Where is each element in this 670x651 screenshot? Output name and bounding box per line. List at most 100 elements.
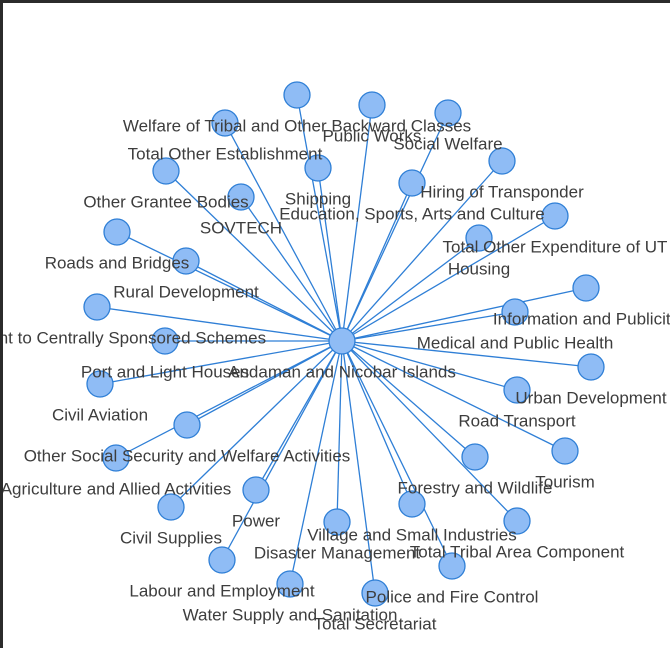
edge-forestry-wildlife <box>341 340 476 458</box>
edge-village-small-industries <box>341 340 413 505</box>
edge-civil-aviation <box>99 340 343 385</box>
node-label-sovtech: SOVTECH <box>200 218 282 237</box>
node-total-other-expenditure[interactable] <box>541 202 569 230</box>
node-label-medical-public-health: Medical and Public Health <box>417 333 614 352</box>
edge-rural-development <box>185 260 343 342</box>
node-power[interactable] <box>242 476 270 504</box>
edge-agriculture <box>115 340 343 459</box>
node-label-shipping: Shipping <box>285 189 351 208</box>
network-graph: Welfare of Tribal and Other Backward Cla… <box>3 81 670 633</box>
node-disaster-management[interactable] <box>323 508 351 536</box>
node-civil-supplies[interactable] <box>157 493 185 521</box>
node-label-civil-aviation: Civil Aviation <box>52 405 148 424</box>
node-label-welfare-tribal: Welfare of Tribal and Other Backward Cla… <box>123 116 471 135</box>
node-label-water-supply: Water Supply and Sanitation <box>183 605 398 624</box>
labels-layer: Welfare of Tribal and Other Backward Cla… <box>3 116 670 633</box>
node-rural-development[interactable] <box>172 247 200 275</box>
edge-tourism <box>341 340 566 452</box>
node-sovtech[interactable] <box>227 183 255 211</box>
node-label-tourism: Tourism <box>535 472 595 491</box>
node-social-welfare[interactable] <box>434 99 462 127</box>
edge-shipping <box>317 167 343 342</box>
node-welfare-tribal[interactable] <box>283 81 311 109</box>
node-label-labour-employment: Labour and Employment <box>129 581 315 600</box>
edge-medical-public-health <box>341 311 516 342</box>
node-label-urban-development: Urban Development <box>515 388 666 407</box>
edge-total-tribal-area <box>341 340 518 522</box>
node-labour-employment[interactable] <box>208 546 236 574</box>
node-medical-public-health[interactable] <box>501 298 529 326</box>
edge-police-fire <box>341 340 453 567</box>
edge-other-grantee-bodies <box>165 170 343 342</box>
node-label-disaster-management: Disaster Management <box>254 543 421 562</box>
edge-public-works <box>341 104 373 342</box>
node-total-tribal-area[interactable] <box>503 507 531 535</box>
node-shipping[interactable] <box>304 154 332 182</box>
node-label-agriculture: Agriculture and Allied Activities <box>3 479 231 498</box>
node-label-total-other-expenditure: Total Other Expenditure of UT <box>443 237 668 256</box>
node-label-civil-supplies: Civil Supplies <box>120 528 222 547</box>
edge-water-supply <box>289 340 343 585</box>
edge-social-welfare <box>341 112 449 342</box>
edges-layer <box>96 94 592 594</box>
edge-centrally-sponsored <box>96 306 343 342</box>
node-label-housing: Housing <box>448 259 510 278</box>
node-label-education-sports: Education, Sports, Arts and Culture <box>279 204 545 223</box>
node-hiring-transponder[interactable] <box>488 147 516 175</box>
node-civil-aviation[interactable] <box>86 370 114 398</box>
edge-labour-employment <box>221 340 343 561</box>
node-other-grantee-bodies[interactable] <box>152 157 180 185</box>
node-label-other-social-security: Other Social Security and Welfare Activi… <box>24 446 351 465</box>
edge-sovtech <box>240 196 343 342</box>
edge-education-sports <box>341 182 413 342</box>
node-label-rural-development: Rural Development <box>113 282 259 301</box>
edge-civil-supplies <box>170 340 343 508</box>
node-agriculture[interactable] <box>102 444 130 472</box>
edge-housing <box>341 237 480 342</box>
node-label-port-lighthouses: Port and Light Houses <box>81 362 249 381</box>
node-total-other-establishment[interactable] <box>211 109 239 137</box>
node-label-andaman: Andaman and Nicobar Islands <box>228 362 456 381</box>
node-label-police-fire: Police and Fire Control <box>366 587 539 606</box>
node-label-forestry-wildlife: Forestry and Wildlife <box>398 478 553 497</box>
nodes-layer <box>83 81 605 607</box>
node-village-small-industries[interactable] <box>398 490 426 518</box>
node-label-information-publicity: Information and Publicity <box>493 309 670 328</box>
edge-total-other-expenditure <box>341 215 556 342</box>
node-label-total-secretariat: Total Secretariat <box>314 614 437 633</box>
node-label-roads-bridges: Roads and Bridges <box>45 253 190 272</box>
node-road-transport[interactable] <box>503 376 531 404</box>
node-label-social-welfare: Social Welfare <box>393 134 502 153</box>
node-label-power: Power <box>232 511 281 530</box>
edge-roads-bridges <box>116 231 343 342</box>
node-public-works[interactable] <box>358 91 386 119</box>
edge-disaster-management <box>336 340 343 523</box>
node-label-total-other-establishment: Total Other Establishment <box>128 144 323 163</box>
node-label-road-transport: Road Transport <box>458 411 575 430</box>
edge-welfare-tribal <box>296 94 343 342</box>
node-water-supply[interactable] <box>276 570 304 598</box>
node-urban-development[interactable] <box>577 353 605 381</box>
node-information-publicity[interactable] <box>572 274 600 302</box>
node-roads-bridges[interactable] <box>103 218 131 246</box>
node-label-centrally-sponsored: Adjustment to Centrally Sponsored Scheme… <box>3 328 266 347</box>
edge-road-transport <box>341 340 518 391</box>
edge-total-other-establishment <box>224 122 343 342</box>
node-forestry-wildlife[interactable] <box>461 443 489 471</box>
node-other-social-security[interactable] <box>173 411 201 439</box>
node-label-total-tribal-area: Total Tribal Area Component <box>410 542 625 561</box>
node-centrally-sponsored[interactable] <box>83 293 111 321</box>
node-label-other-grantee-bodies: Other Grantee Bodies <box>83 192 248 211</box>
node-tourism[interactable] <box>551 437 579 465</box>
node-andaman[interactable] <box>328 327 356 355</box>
node-total-secretariat[interactable] <box>361 579 389 607</box>
node-police-fire[interactable] <box>438 552 466 580</box>
node-housing[interactable] <box>465 224 493 252</box>
edge-total-secretariat <box>341 340 376 594</box>
edge-information-publicity <box>341 287 587 342</box>
node-port-lighthouses[interactable] <box>151 327 179 355</box>
node-label-public-works: Public Works <box>323 126 422 145</box>
edge-urban-development <box>341 340 592 368</box>
node-education-sports[interactable] <box>398 169 426 197</box>
